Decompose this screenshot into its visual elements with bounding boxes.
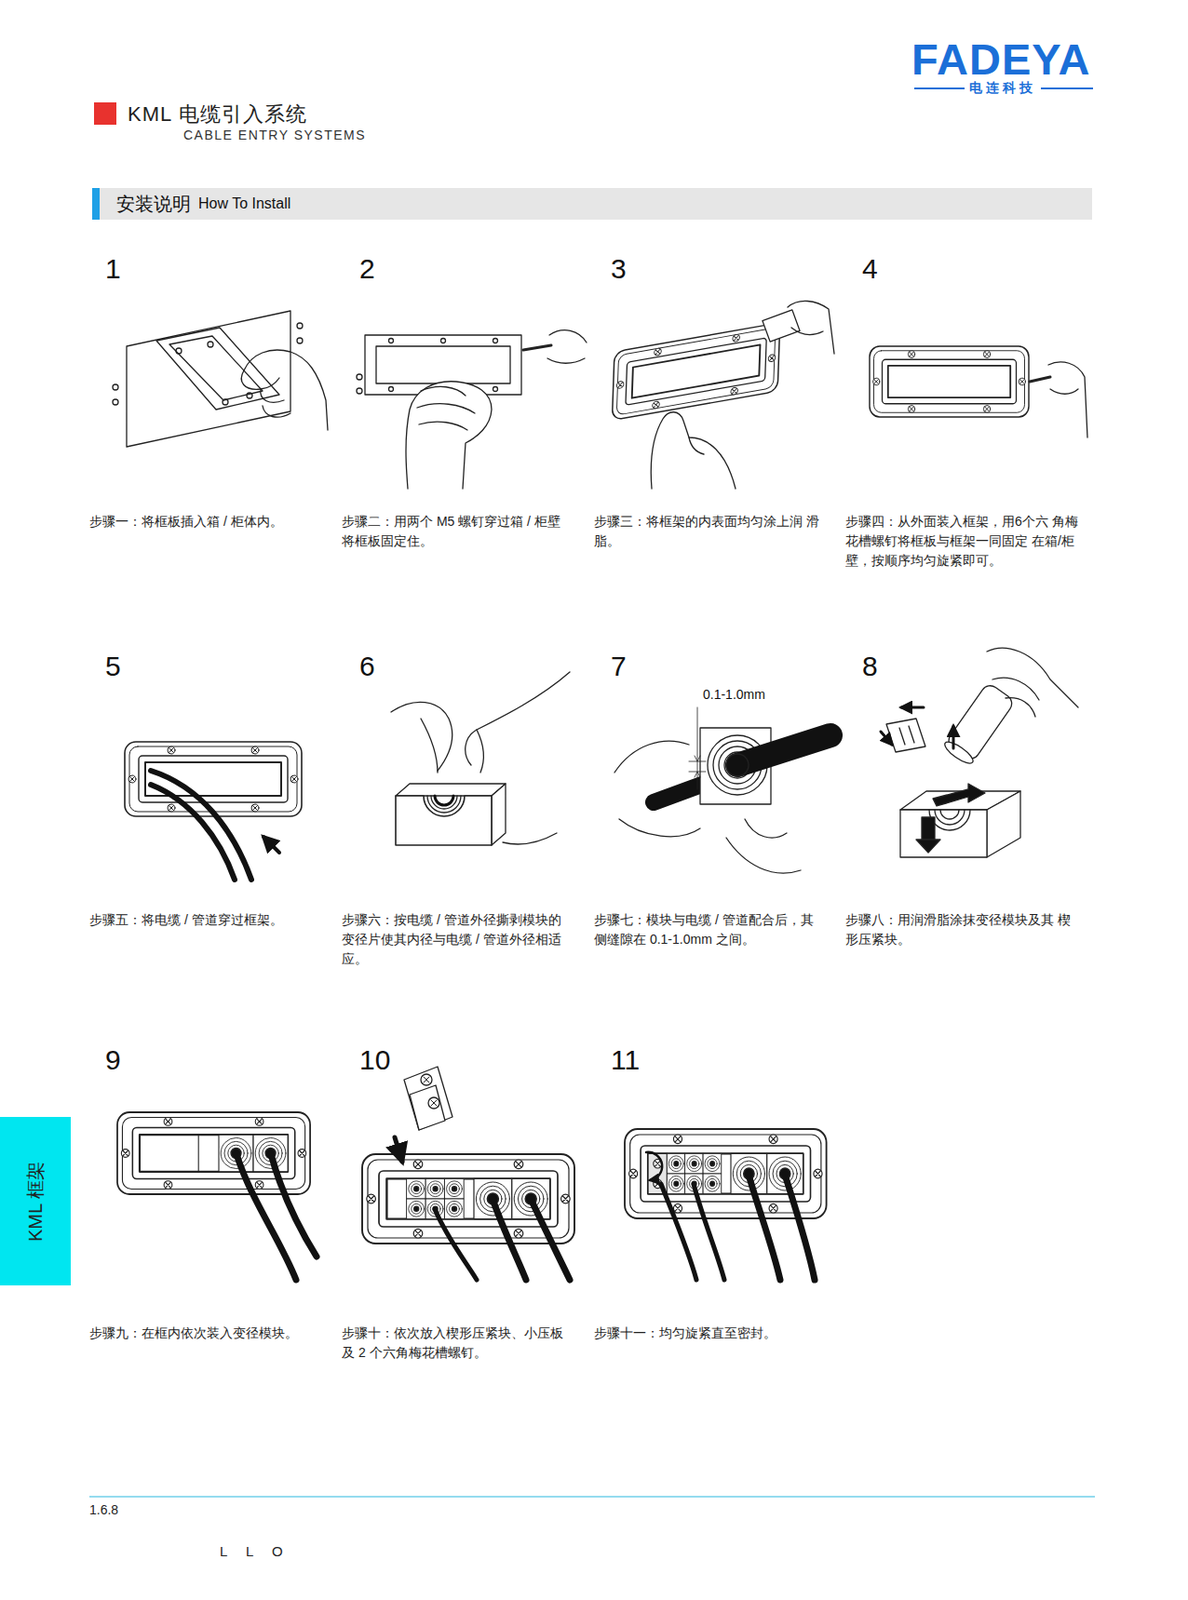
step-number: 7 xyxy=(610,652,627,681)
step-caption: 步骤六：按电缆 / 管道外径撕剥模块的 变径片使其内径与电缆 / 管道外径相适 … xyxy=(341,910,575,970)
step-number: 10 xyxy=(359,1046,391,1075)
step9-illustration xyxy=(117,1112,317,1281)
step10-illustration xyxy=(362,1066,575,1281)
page-subtitle: CABLE ENTRY SYSTEMS xyxy=(183,127,366,143)
section-header-band: 安装说明 How To Install xyxy=(92,188,1093,220)
step-number: 1 xyxy=(105,255,122,284)
step1-illustration xyxy=(112,310,328,447)
red-marker xyxy=(94,102,117,125)
step-number: 3 xyxy=(610,255,627,284)
step-number: 5 xyxy=(105,652,122,681)
step-caption: 步骤七：模块与电缆 / 管道配合后，其 侧缝隙在 0.1-1.0mm 之间。 xyxy=(594,910,827,950)
brand-subtitle: 电连科技 xyxy=(969,80,1037,97)
step-number: 2 xyxy=(359,255,376,284)
step2-illustration xyxy=(356,330,587,489)
section-subtitle: How To Install xyxy=(198,195,291,213)
side-tab: KML 框架 xyxy=(0,1117,71,1286)
step-caption: 步骤五：将电缆 / 管道穿过框架。 xyxy=(89,910,323,931)
step-number: 11 xyxy=(610,1046,640,1075)
step5-illustration xyxy=(124,742,302,880)
step-number: 9 xyxy=(105,1046,122,1075)
step-caption: 步骤八：用润滑脂涂抹变径模块及其 楔形压紧块。 xyxy=(845,910,1079,950)
logo-rule xyxy=(914,87,965,90)
step4-illustration xyxy=(869,346,1088,438)
logo-rule xyxy=(1040,87,1094,90)
brand-logo: FADEYA xyxy=(911,37,1091,81)
step-caption: 步骤十：依次放入楔形压紧块、小压板 及 2 个六角梅花槽螺钉。 xyxy=(341,1323,575,1364)
footer-mark: L L O xyxy=(219,1543,284,1560)
step-caption: 步骤二：用两个 M5 螺钉穿过箱 / 柜壁 将框板固定住。 xyxy=(341,512,575,552)
step3-illustration xyxy=(611,300,835,489)
footer-rule xyxy=(89,1496,1095,1498)
step-number: 4 xyxy=(862,255,878,284)
side-tab-label: KML 框架 xyxy=(23,1161,49,1242)
step-number: 8 xyxy=(862,652,878,681)
step-caption: 步骤四：从外面装入框架，用6个六 角梅花槽螺钉将框板与框架一同固定 在箱/柜壁，… xyxy=(845,512,1079,571)
page-title: KML 电缆引入系统 xyxy=(127,100,308,129)
step-number: 6 xyxy=(359,652,376,681)
step-caption: 步骤十一：均匀旋紧直至密封。 xyxy=(594,1323,827,1344)
section-title: 安装说明 xyxy=(116,191,191,217)
step-caption: 步骤三：将框架的内表面均匀涂上润 滑脂。 xyxy=(594,512,827,552)
step6-illustration xyxy=(391,672,570,846)
step11-illustration xyxy=(624,1129,827,1281)
step7-illustration xyxy=(614,707,831,874)
step-caption: 步骤九：在框内依次装入变径模块。 xyxy=(89,1323,323,1344)
dimension-label: 0.1-1.0mm xyxy=(702,687,766,702)
step8-illustration xyxy=(880,648,1079,858)
step-caption: 步骤一：将框板插入箱 / 柜体内。 xyxy=(89,512,323,532)
page-number: 1.6.8 xyxy=(89,1502,119,1518)
